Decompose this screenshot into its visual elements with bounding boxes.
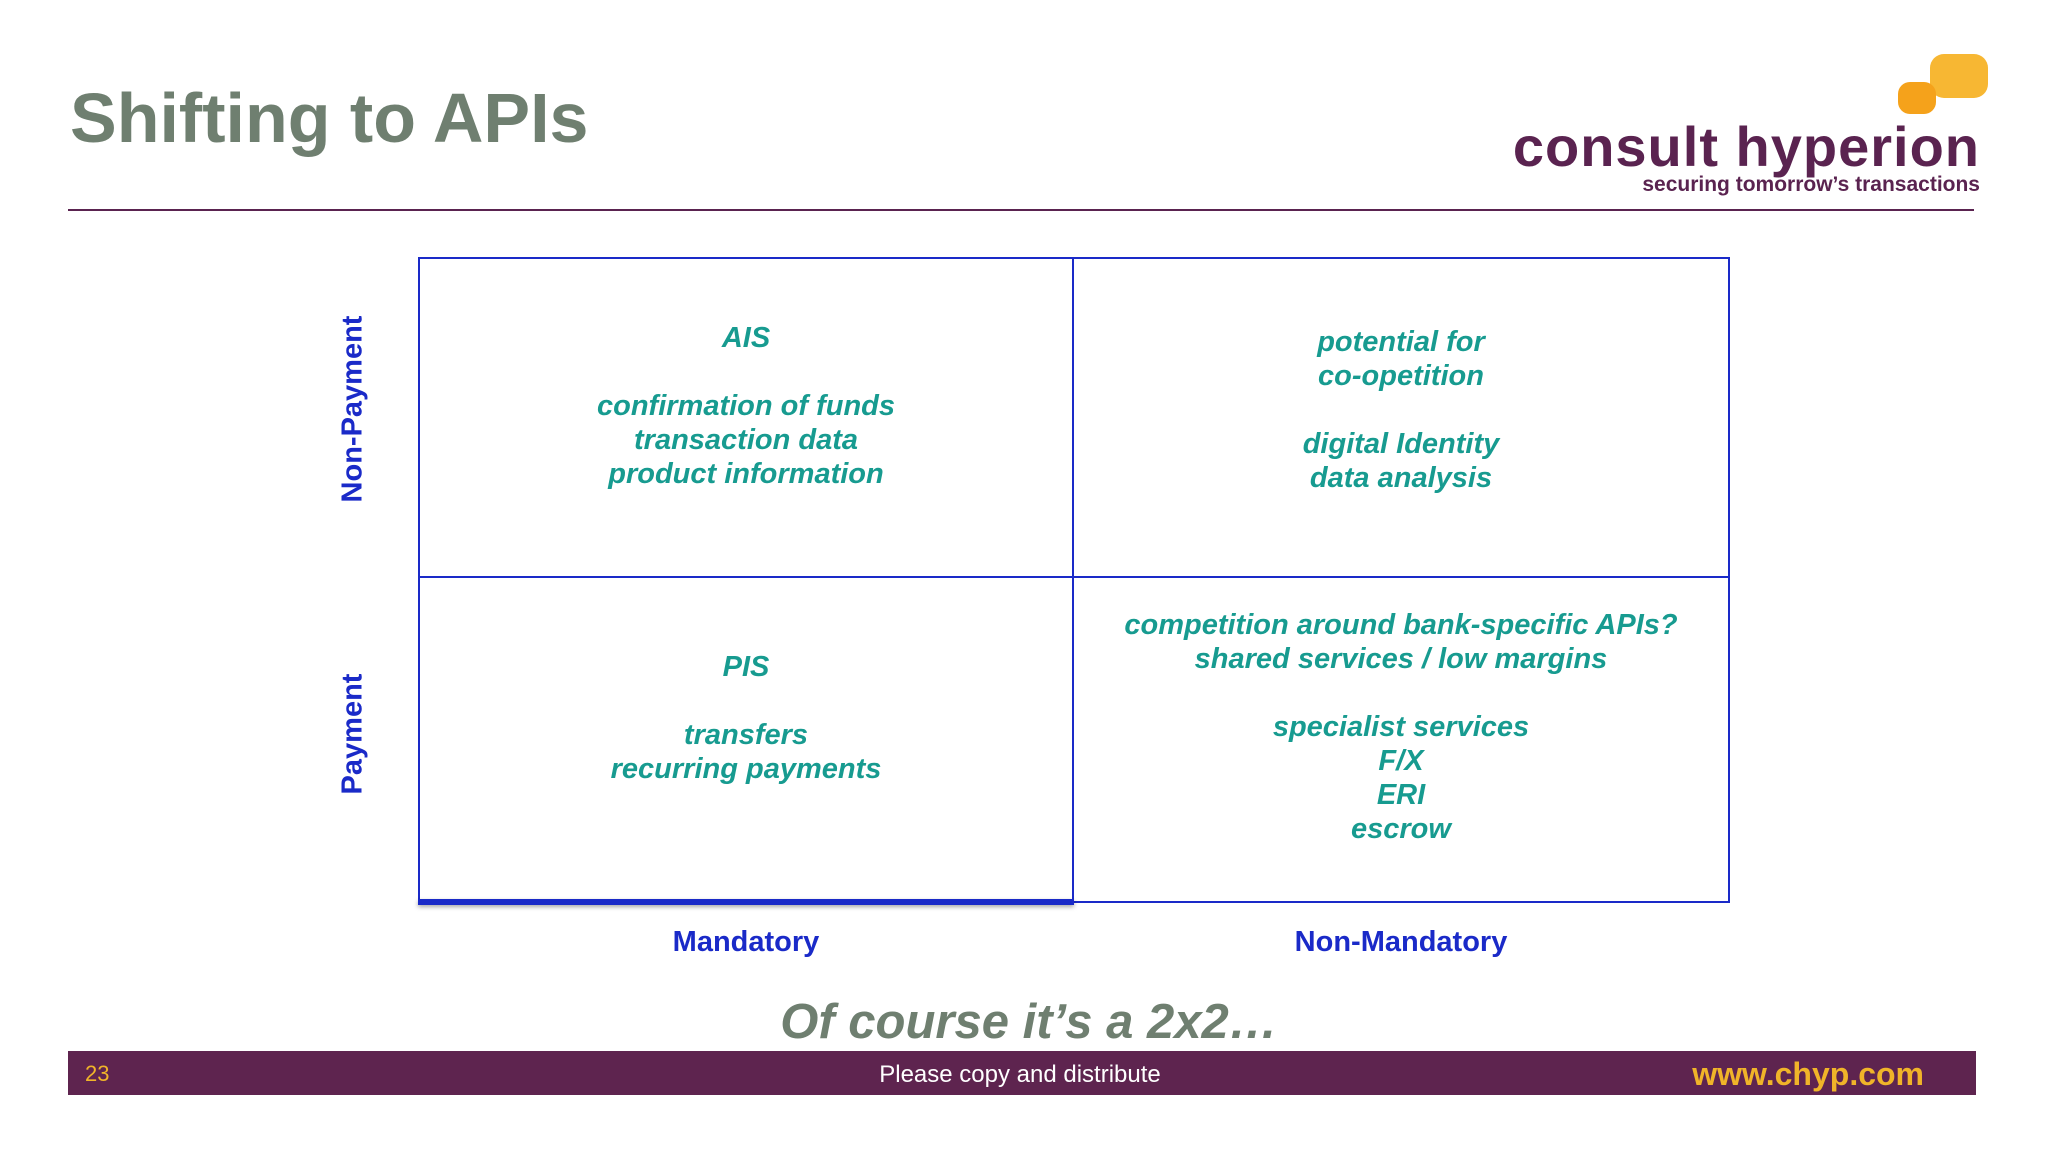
footer-notice: Please copy and distribute	[879, 1061, 1161, 1088]
cell-line: escrow	[1351, 812, 1451, 845]
cell-nonmandatory-nonpayment: potential for co-opetition digital Ident…	[1074, 259, 1728, 576]
cell-line: product information	[608, 457, 884, 490]
matrix-frame	[418, 257, 1730, 903]
cell-heading: competition around bank-specific APIs?	[1124, 608, 1678, 641]
slide-title: Shifting to APIs	[70, 79, 589, 157]
cell-line: F/X	[1378, 744, 1424, 777]
matrix-horizontal-divider	[418, 576, 1730, 578]
slide-number: 23	[85, 1061, 110, 1086]
cell-line: specialist services	[1272, 710, 1530, 743]
cell-line: transaction data	[634, 423, 858, 456]
logo-bubbles-icon	[1898, 54, 1988, 114]
footer-bar: 23 Please copy and distribute www.chyp.c…	[68, 1051, 1976, 1095]
cell-line: transfers	[683, 718, 809, 751]
cell-nonmandatory-payment: competition around bank-specific APIs? s…	[1074, 578, 1728, 901]
matrix-vertical-divider	[1072, 257, 1074, 903]
cell-line: data analysis	[1309, 461, 1493, 494]
cell-heading: co-opetition	[1318, 359, 1484, 392]
cell-heading: potential for	[1317, 325, 1485, 358]
title-divider	[68, 209, 1974, 211]
cell-heading: PIS	[722, 650, 770, 683]
matrix-emphasis-bar	[418, 899, 1074, 905]
footer-url-link[interactable]: www.chyp.com	[1692, 1056, 1924, 1092]
cell-line: ERI	[1376, 778, 1426, 811]
logo-tagline: securing tomorrow’s transactions	[1642, 173, 1980, 196]
slide-caption: Of course it’s a 2x2…	[780, 995, 1278, 1049]
row-label-nonpayment: Non-Payment	[336, 315, 369, 503]
row-label-payment: Payment	[336, 673, 369, 795]
cell-heading: shared services / low margins	[1194, 642, 1608, 675]
cell-mandatory-payment: PIS transfers recurring payments	[420, 578, 1072, 901]
cell-mandatory-nonpayment: AIS confirmation of funds transaction da…	[420, 259, 1072, 576]
cell-heading: AIS	[721, 321, 771, 354]
col-label-mandatory: Mandatory	[672, 926, 820, 958]
col-label-nonmandatory: Non-Mandatory	[1294, 926, 1508, 958]
cell-line: confirmation of funds	[596, 389, 896, 422]
cell-line: digital Identity	[1302, 427, 1500, 460]
logo-name: consult hyperion	[1512, 115, 1980, 178]
cell-line: recurring payments	[610, 752, 882, 785]
